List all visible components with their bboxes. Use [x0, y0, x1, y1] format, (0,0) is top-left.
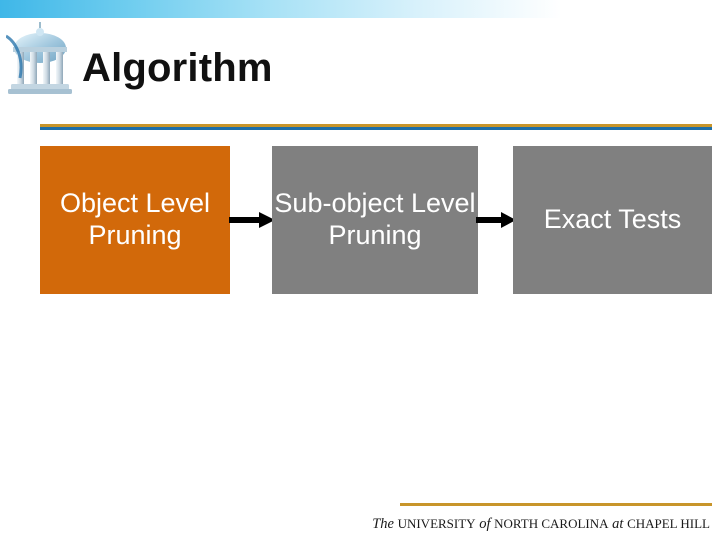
flow-step-label: Object Level Pruning	[59, 188, 211, 250]
flow-step-object-level-pruning: Object Level Pruning	[40, 146, 230, 294]
flow-step-exact-tests: Exact Tests	[513, 146, 712, 294]
header-gradient-band	[0, 0, 720, 18]
title-rule-blue	[40, 127, 712, 130]
arrow-right-icon	[229, 212, 275, 228]
flow-step-sub-object-level-pruning: Sub-object Level Pruning	[272, 146, 478, 294]
flow-step-label: Exact Tests	[543, 204, 682, 235]
footer-rule	[400, 503, 712, 506]
page-title: Algorithm	[82, 46, 273, 90]
flow-step-label: Sub-object Level Pruning	[274, 188, 476, 250]
footer-the: The	[372, 516, 394, 532]
footer-at: at	[612, 516, 624, 532]
footer-north-carolina: NORTH CAROLINA	[494, 516, 609, 531]
footer-institution: The UNIVERSITY of NORTH CAROLINA at CHAP…	[0, 516, 710, 533]
arrow-right-icon	[476, 212, 516, 228]
footer-university: UNIVERSITY	[397, 516, 476, 531]
algorithm-flow-diagram: Object Level Pruning Sub-object Level Pr…	[0, 140, 720, 300]
unc-old-well-icon	[5, 18, 74, 102]
footer-chapel-hill: CHAPEL HILL	[627, 516, 710, 531]
footer-of: of	[479, 516, 491, 532]
title-rule-gold	[40, 124, 712, 127]
